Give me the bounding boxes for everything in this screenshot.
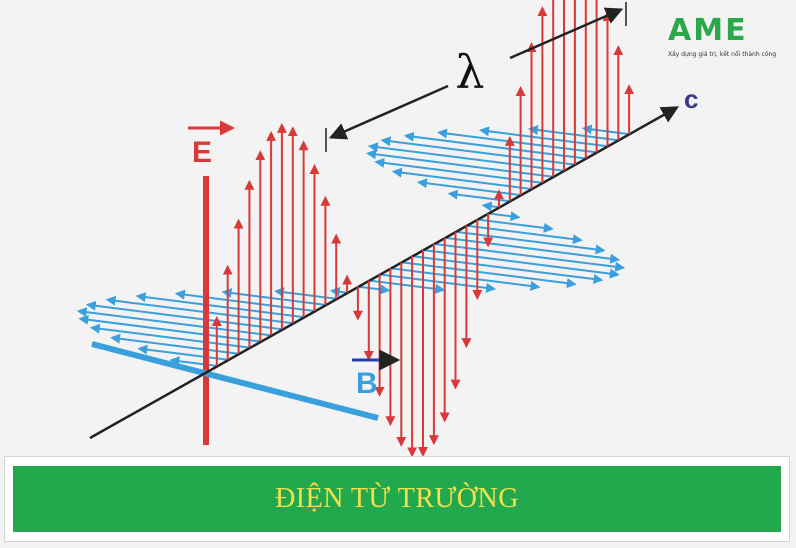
b-field-arrow (481, 201, 500, 212)
b-field-arrow (169, 356, 217, 367)
e-label: E (192, 136, 212, 169)
magnetic-field-wave (76, 124, 630, 367)
b-field-arrow (366, 149, 554, 178)
magnetic-field-axis (91, 341, 379, 421)
ame-logo: AME Xây dựng giá trị, kết nối thành công (668, 13, 780, 59)
b-field-arrow (437, 128, 597, 154)
b-field-arrow (444, 236, 621, 264)
b-field-arrow (487, 211, 521, 222)
propagation-axis (89, 106, 680, 440)
logo-tagline: Xây dựng giá trị, kết nối thành công (668, 51, 777, 58)
b-field-arrow (374, 157, 543, 184)
b-field-arrow (221, 288, 326, 306)
b-field-arrow (367, 142, 565, 172)
b-field-arrow (329, 286, 348, 297)
b-field-arrow (105, 295, 293, 325)
b-label: B (356, 367, 378, 400)
b-field-arrow (477, 218, 554, 233)
b-field-arrow (379, 273, 497, 293)
c-label: c (684, 84, 698, 114)
b-field-arrow (403, 131, 586, 160)
b-field-arrow (422, 249, 620, 279)
b-field-arrow (390, 267, 541, 291)
b-field-arrow (76, 307, 272, 337)
b-field-arrow (380, 136, 576, 166)
b-field-arrow (368, 279, 446, 294)
b-field-arrow (391, 167, 532, 190)
b-field-arrow (416, 178, 521, 197)
b-field-arrow (78, 314, 261, 343)
wavelength-arrow-left (328, 84, 449, 140)
title-banner-fill: ĐIỆN TỪ TRƯỜNG (13, 466, 781, 532)
b-field-arrow (274, 287, 337, 300)
title-banner: ĐIỆN TỪ TRƯỜNG (4, 456, 790, 542)
banner-title: ĐIỆN TỪ TRƯỜNG (275, 483, 519, 514)
b-field-arrow (174, 289, 315, 312)
b-field-arrow (357, 284, 391, 295)
logo-text: AME (668, 13, 748, 48)
b-field-arrow (137, 344, 228, 361)
b-field-arrow (455, 230, 606, 255)
b-field-arrow (89, 323, 250, 349)
wavelength-arrow-right (509, 7, 624, 60)
electric-field-wave (211, 0, 635, 458)
b-field-arrow (479, 126, 608, 148)
b-field-arrow (447, 189, 510, 203)
b-field-arrow (401, 261, 577, 289)
b-field-arrow (466, 224, 583, 245)
b-field-arrow (135, 292, 304, 319)
wavelength-label: λ (455, 45, 484, 99)
b-field-arrow (85, 300, 283, 331)
b-field-arrow (411, 255, 604, 284)
b-field-arrow (581, 124, 630, 136)
